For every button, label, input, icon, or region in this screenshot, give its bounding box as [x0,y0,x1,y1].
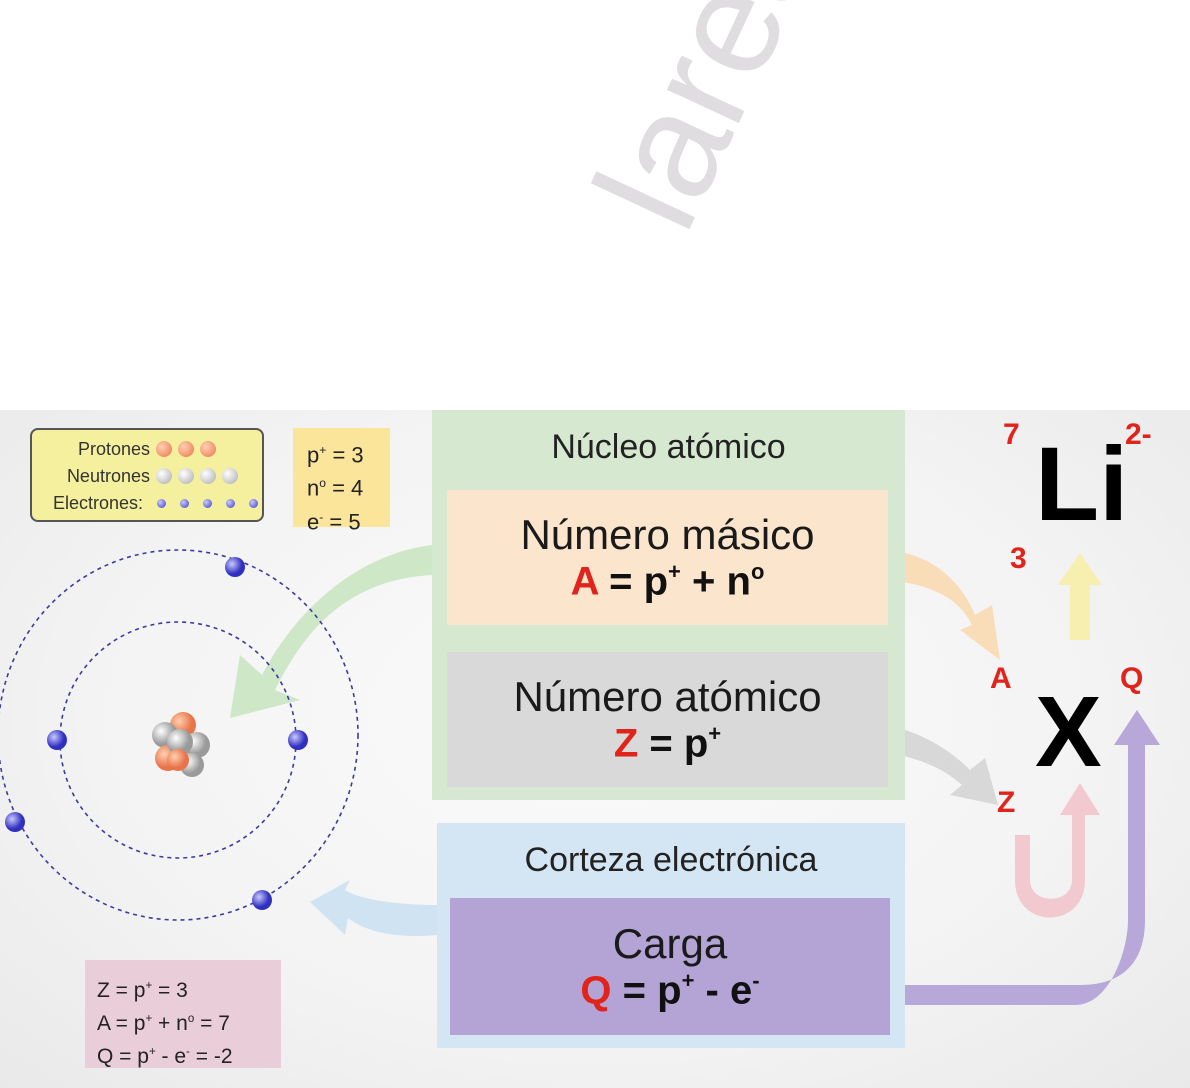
summary-a: A = p+ + no = 7 [97,1012,230,1036]
cortex-title: Corteza electrónica [524,840,818,879]
x-symbol: X [1035,676,1102,788]
outer-orbit [0,549,359,921]
orange-arrow [888,550,1000,660]
li-charge: 2- [1125,418,1152,451]
nucleus [152,712,210,777]
green-arrow [230,545,432,718]
atomic-number-formula: Z = p+ [613,720,722,766]
mass-number-title: Número másico [520,510,815,558]
purple-arrow [890,710,1160,1005]
mass-number-formula: A = p+ + no [570,558,765,604]
legend-row-protons: Protones [78,436,216,462]
summary-z: Z = p+ = 3 [97,979,188,1003]
atomic-number-title: Número atómico [513,672,822,720]
x-atomic-label: Z [997,786,1016,819]
li-atomic-number: 3 [1010,542,1027,575]
summary-q: Q = p+ - e- = -2 [97,1045,233,1069]
electron [225,557,245,577]
summary-box: Z = p+ = 3 A = p+ + no = 7 Q = p+ - e- =… [85,960,281,1068]
particle-legend: Protones Neutrones Electrones: [30,428,264,522]
electron [288,730,308,750]
charge-box: Carga Q = p+ - e- [450,898,890,1035]
charge-formula: Q = p+ - e- [580,967,760,1013]
electron [47,730,67,750]
x-mass-label: A [990,662,1012,695]
neutron-count: no = 4 [307,475,364,501]
electron-count: e- = 5 [307,509,361,535]
li-mass-number: 7 [1003,418,1020,451]
atomic-number-box: Número atómico Z = p+ [447,652,888,787]
pink-arrow [1015,783,1100,918]
particle-counts: p+ = 3 no = 4 e- = 5 [293,428,390,534]
mass-number-box: Número másico A = p+ + no [447,490,888,625]
electrons [5,557,308,910]
nucleus-title: Núcleo atómico [551,427,786,466]
electron [5,812,25,832]
legend-row-electrons: Electrones: [53,490,258,516]
proton-count: p+ = 3 [307,442,364,468]
legend-row-neutrons: Neutrones [67,463,238,489]
charge-title: Carga [612,919,728,967]
gray-arrow [888,725,998,805]
yellow-arrow [1058,553,1102,640]
blue-arrow [310,880,437,937]
electron [252,890,272,910]
li-symbol: Li [1035,426,1129,543]
x-charge-label: Q [1120,662,1144,695]
